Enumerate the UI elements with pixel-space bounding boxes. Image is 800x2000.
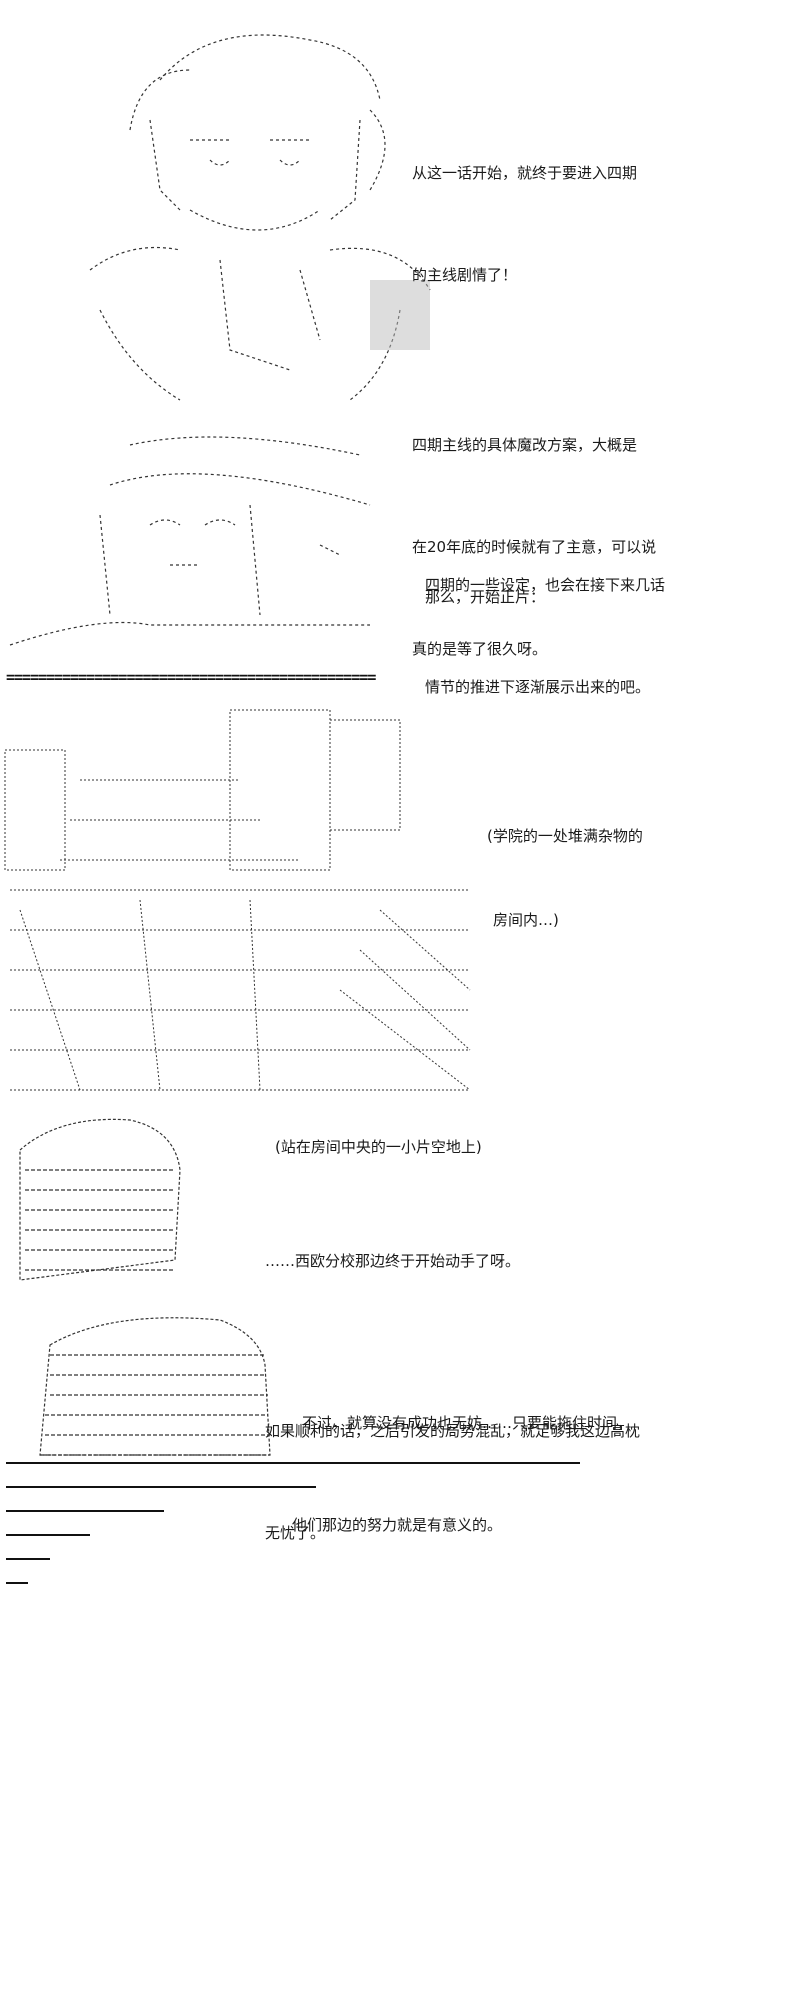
panel5-line: 不过，就算没有成功也无妨……只要能拖住时间， [302,1414,633,1432]
closing-rule [6,1462,580,1464]
panel4-line: 无忧了。 [265,1524,326,1542]
ascii-art-back-figure [0,1110,200,1300]
panel4-text: ……西欧分校那边终于开始动手了呀。 如果顺利的话，之后引发的局势混乱，就足够我这… [265,1176,665,1584]
caption-line: (学院的一处堆满杂物的 [487,827,643,845]
panel4-line: 如果顺利的话，之后引发的局势混乱，就足够我这边高枕 [265,1422,641,1440]
panel5-line: 他们那边的努力就是有意义的。 [292,1516,503,1534]
panel5-text: 不过，就算没有成功也无妨……只要能拖住时间， 他们那边的努力就是有意义的。 [292,1338,752,1576]
caption-line: 房间内…) [493,911,559,929]
panel1-text: 从这一话开始，就终于要进入四期 的主线剧情了！ 四期主线的具体魔改方案，大概是 … [412,88,712,700]
panel2-line: 四期的一些设定，也会在接下来几话 [425,576,666,594]
panel2-line: 情节的推进下逐渐展示出来的吧。 [425,678,651,696]
closing-rule [6,1486,316,1488]
ascii-art-girl-portrait [70,10,450,410]
ascii-art-cluttered-room [0,690,480,1100]
panel1-line: 四期主线的具体魔改方案，大概是 [412,436,638,454]
closing-rule [6,1510,164,1512]
panel4-line: ……西欧分校那边终于开始动手了呀。 [265,1252,521,1270]
panel1-line: 在20年底的时候就有了主意，可以说 [412,538,657,556]
panel3-caption: (学院的一处堆满杂物的 房间内…) [487,766,707,962]
ascii-art-back-figure-2 [20,1305,280,1465]
panel2-closing: 那么，开始正片： [425,588,546,606]
closing-rule [6,1582,28,1584]
ascii-art-boy-face [0,415,400,665]
panel1-line: 的主线剧情了！ [412,266,518,284]
scene-separator: ========================================… [6,668,376,684]
panel1-line: 真的是等了很久呀。 [412,640,548,658]
panel2-text: 四期的一些设定，也会在接下来几话 情节的推进下逐渐展示出来的吧。 [425,500,725,738]
panel4-action: (站在房间中央的一小片空地上) [275,1138,482,1156]
panel1-line: 从这一话开始，就终于要进入四期 [412,164,638,182]
closing-rule [6,1534,90,1536]
closing-rule [6,1558,50,1560]
